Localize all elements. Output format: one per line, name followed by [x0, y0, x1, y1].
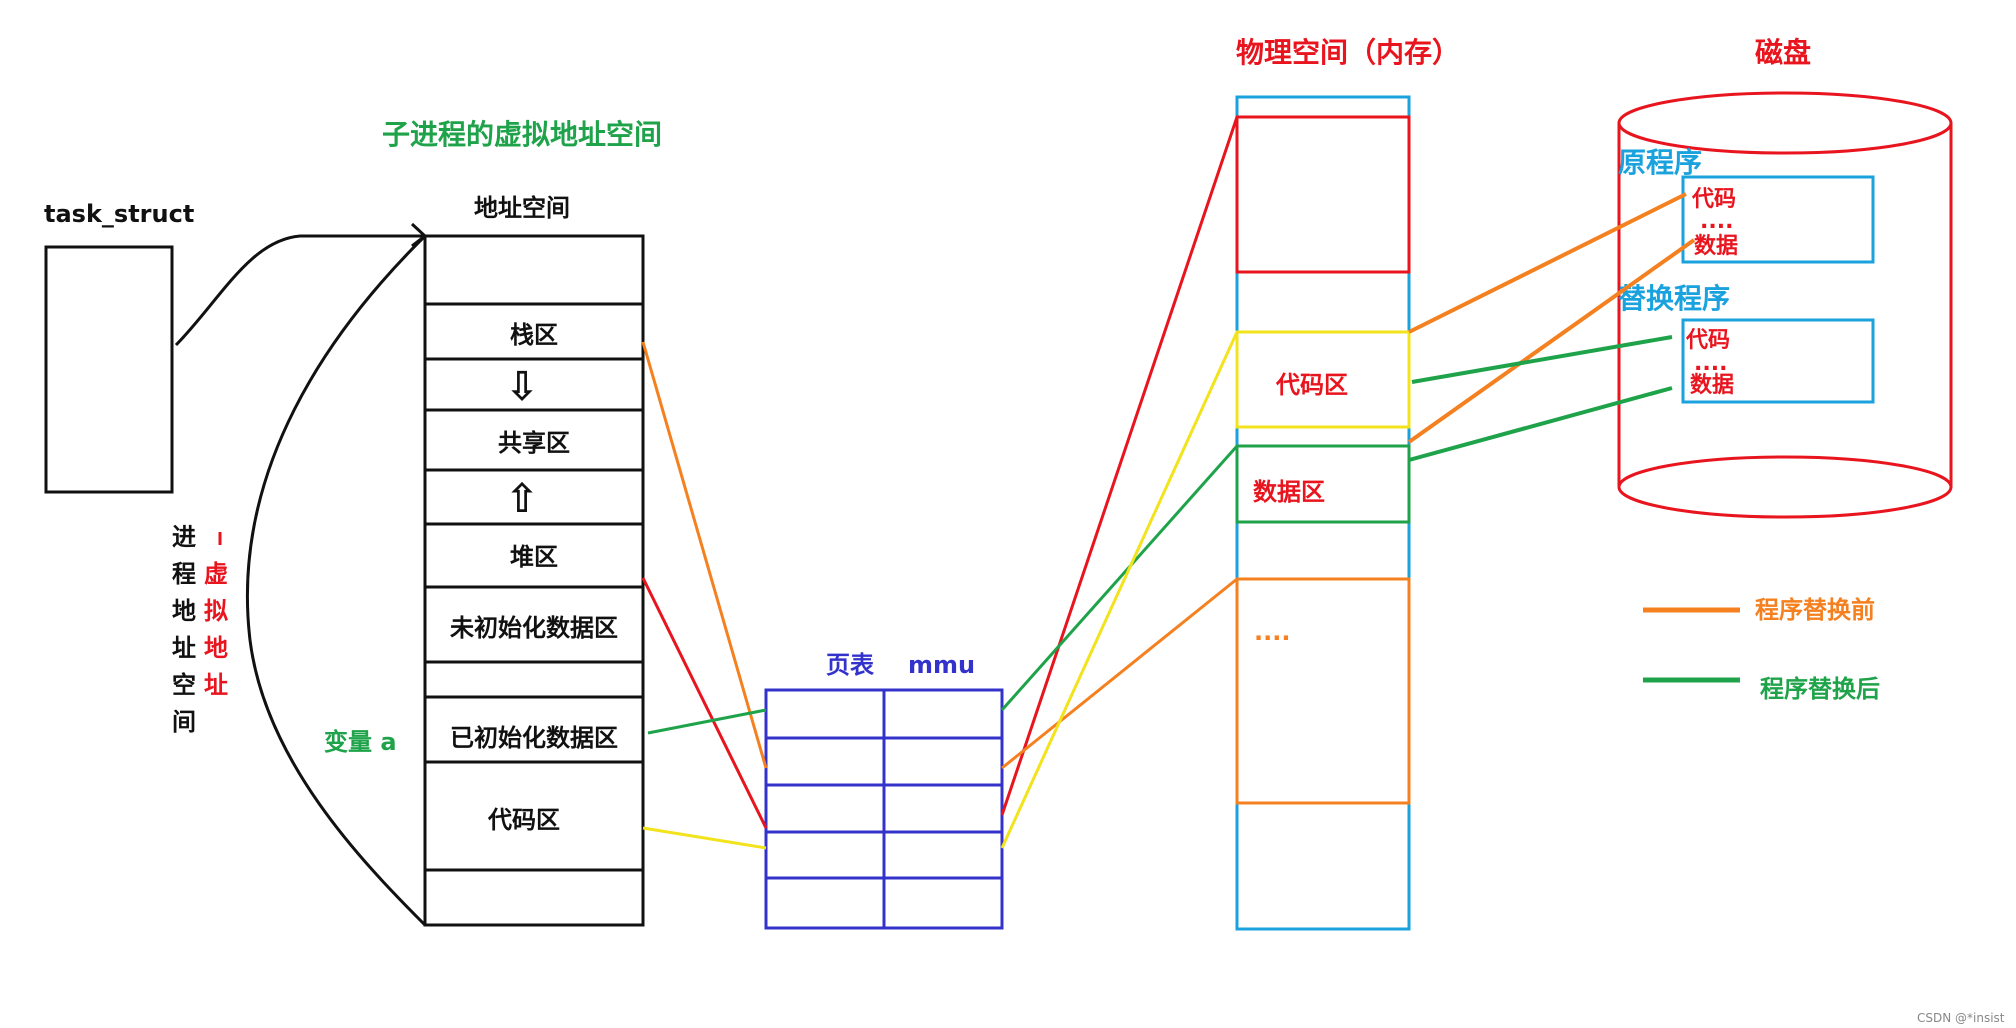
stack-to-pagetable-line: [641, 341, 768, 769]
svg-text:地: 地: [204, 634, 228, 662]
physical-data-label: 数据区: [1253, 478, 1325, 506]
original-program-title: 原程序: [1618, 146, 1702, 179]
shared-segment-label: 共享区: [498, 429, 570, 457]
svg-text:址: 址: [204, 671, 228, 699]
pagetable-to-orange-block-line: [1001, 577, 1238, 770]
legend-after-label: 程序替换后: [1760, 675, 1880, 703]
side-label-col1: 进 程 地 址 空 间: [172, 523, 196, 736]
code-to-replace-line: [1411, 335, 1673, 384]
pagetable-to-code-line: [1000, 331, 1239, 849]
original-code-label: 代码: [1691, 187, 1736, 212]
svg-text:拟: 拟: [204, 597, 228, 625]
data-segment-label: 已初始化数据区: [450, 724, 618, 752]
mmu-label: mmu: [908, 651, 975, 679]
original-program-box: [1681, 175, 1875, 264]
bss-segment-label: 未初始化数据区: [450, 614, 618, 642]
task-struct-label: task_struct: [44, 200, 194, 228]
physical-red-block: [1235, 115, 1411, 274]
data-to-replace-line: [1408, 386, 1673, 462]
replace-code-label: 代码: [1685, 328, 1730, 353]
code-to-pagetable-line: [642, 826, 767, 850]
address-space-header: 地址空间: [474, 194, 570, 222]
heap-segment-label: 堆区: [510, 543, 558, 571]
physical-orange-block: [1235, 577, 1411, 805]
svg-text:地: 地: [172, 597, 196, 625]
physical-ellipsis: ....: [1254, 618, 1290, 646]
variable-a-label: 变量 a: [324, 728, 397, 756]
watermark: CSDN @*insist: [1917, 1011, 2005, 1025]
disk-title: 磁盘: [1755, 36, 1811, 69]
svg-text:进: 进: [172, 523, 196, 551]
page-table-grid: [764, 688, 1004, 930]
svg-text:虚: 虚: [204, 560, 228, 588]
heap-to-pagetable-line: [641, 577, 768, 829]
data-to-original-line: [1407, 238, 1696, 444]
legend-before-label: 程序替换前: [1755, 596, 1875, 624]
physical-code-label: 代码区: [1275, 371, 1348, 399]
replace-dots: ....: [1694, 351, 1727, 376]
original-data-label: 数据: [1694, 233, 1738, 259]
arrow-up-icon: ⇧: [505, 476, 539, 522]
arrow-down-icon: ⇩: [505, 364, 539, 410]
physical-data-block: [1235, 444, 1411, 524]
physical-memory-title: 物理空间（内存）: [1236, 36, 1460, 69]
original-dots: ....: [1700, 209, 1733, 234]
virtual-space-title: 子进程的虚拟地址空间: [382, 118, 662, 151]
page-table-label: 页表: [826, 651, 875, 679]
replace-program-box: [1681, 318, 1875, 404]
pagetable-to-red-block-line: [1000, 116, 1239, 816]
virtual-address-column: [423, 234, 645, 927]
svg-text:址: 址: [172, 634, 196, 662]
pagetable-to-data-line: [1000, 445, 1239, 711]
address-space-brace: [245, 234, 427, 927]
svg-text:空: 空: [172, 671, 196, 699]
task-struct-pointer-line: [174, 234, 425, 347]
side-label-col2: 虚 拟 地 址: [204, 560, 228, 699]
svg-text:间: 间: [172, 708, 196, 736]
disk-cylinder: [1617, 91, 1953, 519]
data-to-pagetable-line: [647, 708, 767, 735]
physical-code-block: [1235, 330, 1411, 429]
stack-segment-label: 栈区: [510, 321, 558, 349]
code-to-original-line: [1408, 192, 1687, 334]
code-segment-label: 代码区: [487, 806, 560, 834]
svg-text:程: 程: [172, 560, 196, 588]
replace-data-label: 数据: [1690, 372, 1734, 398]
replace-program-title: 替换程序: [1618, 282, 1730, 315]
task-struct-box: [44, 245, 174, 494]
